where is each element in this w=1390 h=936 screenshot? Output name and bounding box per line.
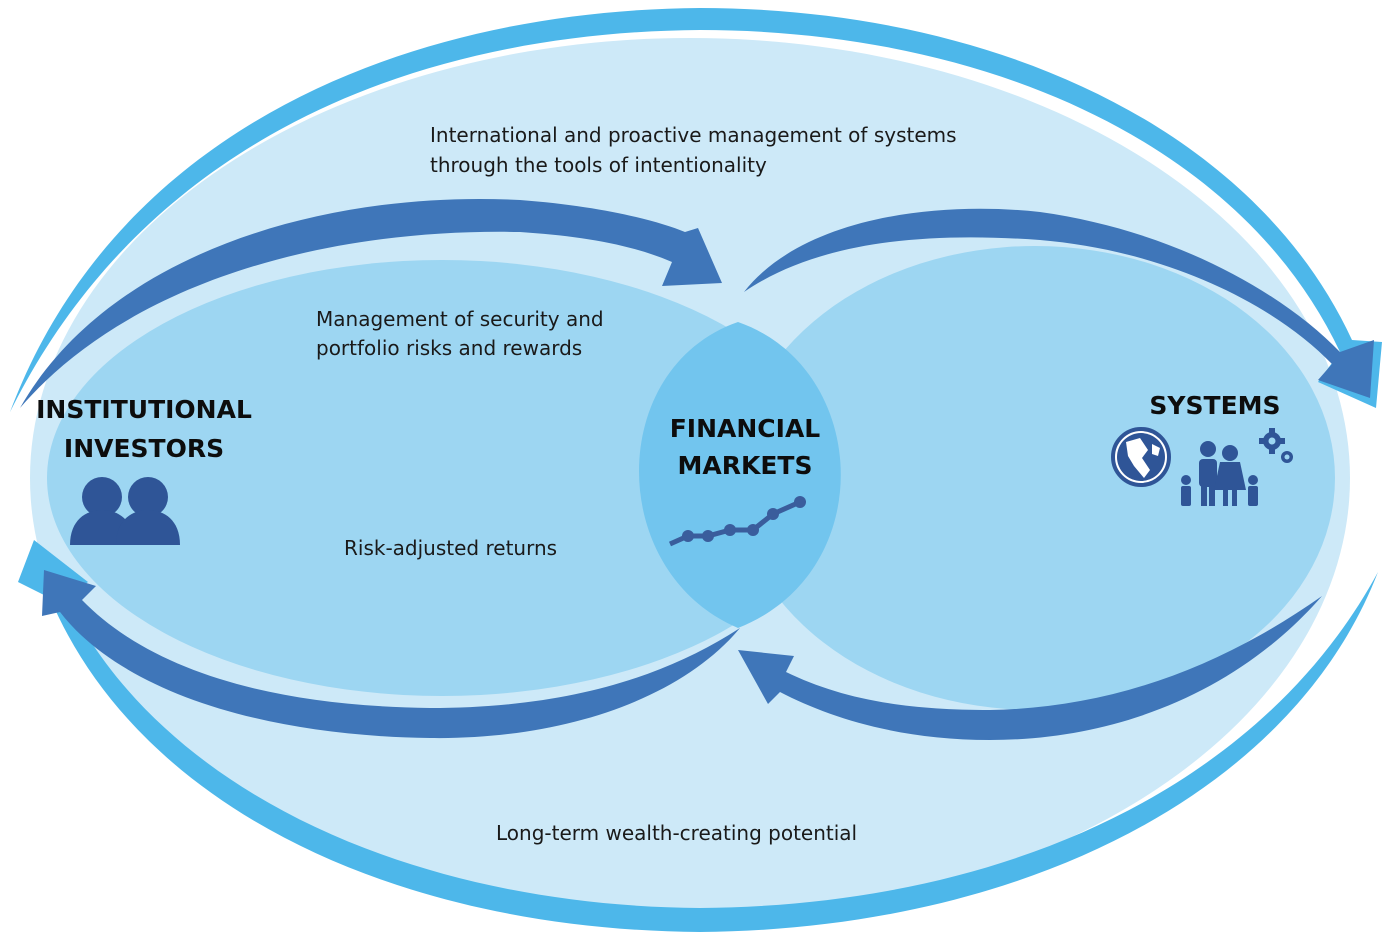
gears-icon (1259, 428, 1293, 463)
bottom-label: Long-term wealth-creating potential (496, 821, 857, 845)
top-label-line1: International and proactive management o… (430, 123, 957, 147)
top-label-line2: through the tools of intentionality (430, 153, 767, 177)
trend-line-icon (668, 496, 806, 547)
left-ellipse (47, 260, 837, 696)
globe-icon (1111, 427, 1171, 487)
markets-title-line1: FINANCIAL (670, 414, 821, 443)
people-icon (70, 477, 180, 545)
investors-title-line2: INVESTORS (64, 434, 224, 463)
family-icon (1181, 441, 1258, 506)
inner-bottom-right-arrow (738, 596, 1322, 740)
inner-label-line2: portfolio risks and rewards (316, 336, 582, 360)
systems-title: SYSTEMS (1149, 391, 1280, 420)
investors-title-line1: INSTITUTIONAL (36, 395, 252, 424)
markets-title-line2: MARKETS (678, 451, 813, 480)
inner-label-line1: Management of security and (316, 307, 604, 331)
overlap-lens (639, 322, 841, 628)
inner-bottom-left-arrow (42, 570, 740, 739)
returns-label: Risk-adjusted returns (344, 536, 557, 560)
right-ellipse (735, 246, 1335, 710)
